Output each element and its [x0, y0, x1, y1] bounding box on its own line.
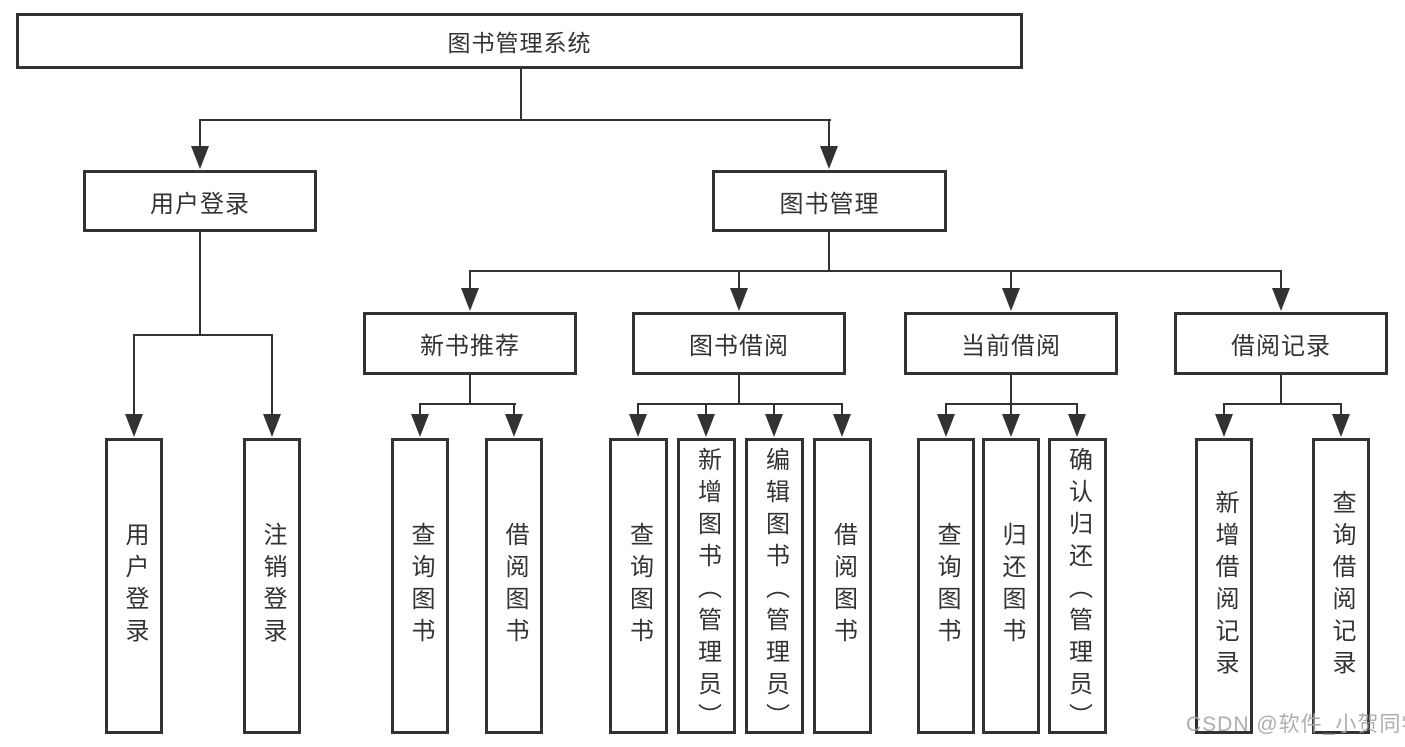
connector-line [520, 69, 522, 121]
node-borrow-records: 借阅记录 [1174, 312, 1388, 375]
node-book-management: 图书管理 [712, 170, 947, 232]
node-br-add-record: 新增借阅记录 [1195, 438, 1253, 734]
connector-line [419, 403, 516, 405]
arrow-down-icon [820, 146, 838, 169]
arrow-down-icon [697, 414, 715, 437]
node-bb-borrow-book: 借阅图书 [813, 438, 872, 734]
csdn-watermark: CSDN @软件_小贺同学 [1186, 713, 1405, 736]
node-nbr-query-book: 查询图书 [391, 438, 449, 734]
node-bb-query-book: 查询图书 [609, 438, 668, 734]
node-cb-return-book: 归还图书 [982, 438, 1040, 734]
node-root: 图书管理系统 [16, 13, 1023, 69]
connector-line [1280, 375, 1282, 405]
connector-line [133, 334, 273, 336]
arrow-down-icon [191, 146, 209, 169]
arrow-down-icon [1002, 414, 1020, 437]
connector-line [469, 270, 1282, 272]
node-current-borrow: 当前借阅 [904, 312, 1118, 375]
arrow-down-icon [1002, 288, 1020, 311]
node-bb-add-book: 新增图书（管理员） [677, 438, 736, 735]
arrow-stem [738, 271, 740, 299]
connector-line [469, 375, 471, 405]
arrow-down-icon [833, 414, 851, 437]
connector-line [828, 232, 830, 272]
connector-line [637, 403, 843, 405]
node-user-login: 用户登录 [83, 170, 317, 232]
arrow-down-icon [411, 414, 429, 437]
node-bb-edit-book: 编辑图书（管理员） [745, 438, 804, 735]
node-new-book-recommend: 新书推荐 [363, 312, 577, 375]
arrow-down-icon [730, 288, 748, 311]
arrow-down-icon [1068, 414, 1086, 437]
arrow-down-icon [505, 414, 523, 437]
node-nbr-borrow-book: 借阅图书 [485, 438, 543, 734]
arrow-stem [199, 120, 201, 157]
arrow-down-icon [629, 414, 647, 437]
connector-line [199, 119, 831, 121]
arrow-stem [828, 120, 830, 157]
arrow-down-icon [1332, 414, 1350, 437]
arrow-down-icon [1215, 414, 1233, 437]
node-cb-query-book: 查询图书 [917, 438, 975, 734]
connector-line [1223, 403, 1342, 405]
connector-line [738, 375, 740, 405]
arrow-down-icon [765, 414, 783, 437]
node-login: 用户登录 [105, 438, 163, 734]
arrow-down-icon [125, 414, 143, 437]
arrow-down-icon [263, 414, 281, 437]
arrow-stem [271, 335, 273, 425]
node-logout: 注销登录 [243, 438, 301, 734]
connector-line [199, 232, 201, 336]
arrow-stem [469, 271, 471, 299]
arrow-down-icon [937, 414, 955, 437]
node-br-query-record: 查询借阅记录 [1312, 438, 1370, 734]
arrow-down-icon [461, 288, 479, 311]
connector-line [1010, 375, 1012, 405]
arrow-down-icon [1272, 288, 1290, 311]
arrow-stem [133, 335, 135, 425]
arrow-stem [1280, 271, 1282, 299]
arrow-stem [1010, 271, 1012, 299]
node-book-borrow: 图书借阅 [632, 312, 846, 375]
node-cb-confirm-return: 确认归还（管理员） [1048, 438, 1107, 735]
